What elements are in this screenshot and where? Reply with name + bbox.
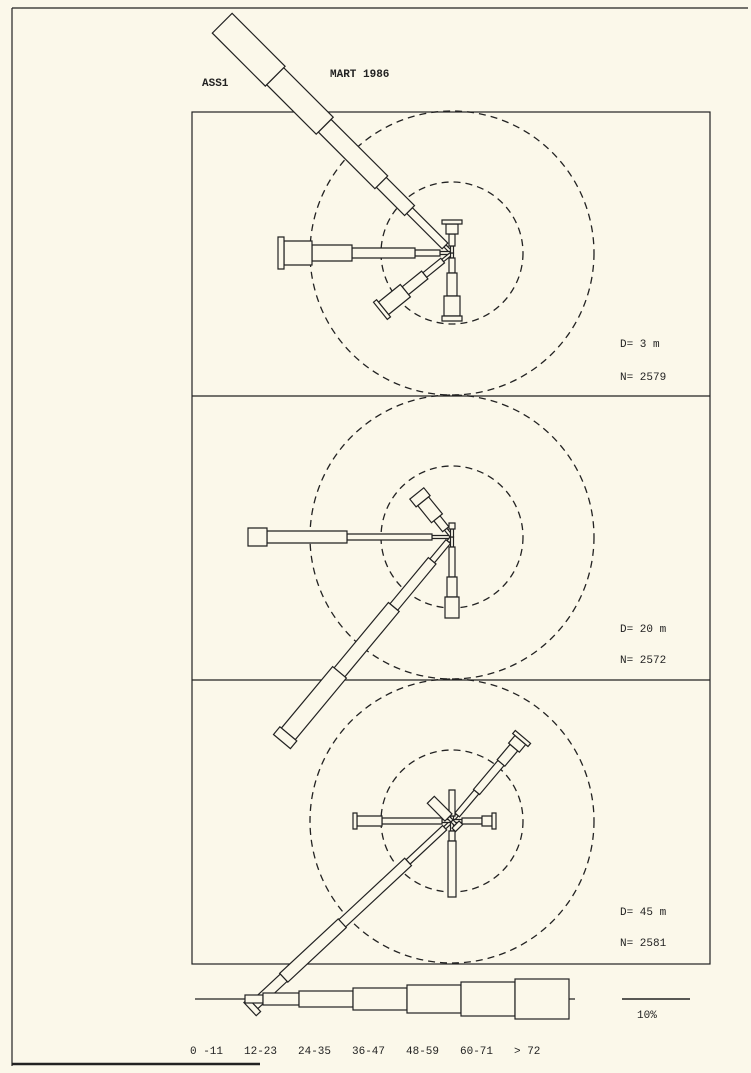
panel-1-arm-west-segment-4 bbox=[311, 244, 353, 262]
panel-2-depth-label: D= 20 m bbox=[620, 624, 667, 636]
panel-1-arm-west-segment-5 bbox=[283, 240, 313, 266]
panel-2-arm-north-segment-1 bbox=[449, 528, 455, 538]
panel-2-arm-southwest-segment-5 bbox=[280, 665, 348, 741]
legend-class-label-7: > 72 bbox=[514, 1046, 540, 1058]
legend-bar-3 bbox=[298, 990, 354, 1008]
panel-2-arm-south bbox=[444, 536, 460, 619]
panel-2-arm-southwest-segment-3 bbox=[389, 556, 437, 612]
panel-3-arm-east-segment-4 bbox=[491, 812, 497, 830]
panel-3-count-label: N= 2581 bbox=[620, 938, 667, 950]
panel-3-arm-east-segment-3 bbox=[481, 815, 493, 827]
panel-2-arm-south-segment-4 bbox=[444, 596, 460, 619]
panel-3-arm-northeast-segment-6 bbox=[511, 729, 532, 748]
panel-2-count-label: N= 2572 bbox=[620, 655, 666, 667]
panel-3-arm-southeast-segment-2 bbox=[451, 820, 464, 833]
panel-2-arm-north-segment-2 bbox=[448, 522, 456, 530]
panel-3-arm-north-segment-2 bbox=[448, 789, 456, 817]
panel-2-arm-west bbox=[247, 527, 453, 547]
panel-1-arm-south-segment-5 bbox=[441, 315, 463, 322]
panel-2-arm-south-segment-1 bbox=[449, 536, 455, 548]
legend-bar-1 bbox=[244, 994, 264, 1004]
panel-1-arm-northwest-segment-6 bbox=[211, 12, 286, 87]
panel-1-depth-label: D= 3 m bbox=[620, 339, 660, 351]
legend-bar-7 bbox=[514, 978, 570, 1020]
panel-3-arm-east bbox=[451, 812, 497, 830]
panel-3-arm-southwest-segment-2 bbox=[405, 824, 448, 865]
panel-3-arm-west-segment-2 bbox=[381, 817, 443, 825]
panel-2-arm-southwest bbox=[272, 535, 455, 750]
panel-3-depth-label: D= 45 m bbox=[620, 907, 667, 919]
panel-2-arm-northwest-segment-4 bbox=[408, 486, 431, 508]
legend-class-label-3: 24-35 bbox=[298, 1046, 331, 1058]
legend-speed-classes bbox=[244, 978, 570, 1020]
panel-3-arm-southwest-segment-3 bbox=[337, 857, 413, 928]
rose-arms bbox=[211, 12, 532, 1017]
panel-3-arm-northeast-segment-3 bbox=[472, 759, 505, 796]
panel-2-arm-west-segment-2 bbox=[346, 533, 433, 541]
panel-3-arm-northeast bbox=[450, 729, 532, 823]
panel-3-arm-south-segment-2 bbox=[448, 830, 456, 842]
legend-bar-2 bbox=[262, 992, 300, 1006]
panel-1-arm-west-segment-6 bbox=[277, 236, 285, 270]
panel-1-arm-north-segment-2 bbox=[448, 233, 456, 247]
legend-scale-label: 10% bbox=[637, 1010, 657, 1022]
panel-2-arm-north bbox=[448, 522, 456, 538]
panel-3-arm-northeast-segment-2 bbox=[454, 789, 480, 818]
legend-class-label-1: 0 -11 bbox=[190, 1046, 223, 1058]
panel-1-arm-south-segment-2 bbox=[448, 257, 456, 274]
panel-3-arm-south bbox=[447, 820, 457, 898]
panel-1-arm-northwest-segment-5 bbox=[265, 66, 335, 136]
panel-1-arm-north-segment-3 bbox=[445, 223, 459, 235]
station-label: ASS1 bbox=[202, 78, 229, 90]
panel-2-arm-southwest-segment-2 bbox=[429, 538, 452, 564]
panel-2-arm-west-segment-4 bbox=[247, 527, 268, 547]
outer-frame bbox=[11, 7, 748, 1066]
panel-3-arm-west-segment-4 bbox=[352, 812, 358, 830]
panel-1-arm-southwest-segment-5 bbox=[372, 298, 392, 321]
legend-bar-6 bbox=[460, 981, 516, 1017]
panel-3-arm-south-segment-3 bbox=[447, 840, 457, 898]
panel-1-arm-north-segment-1 bbox=[449, 245, 455, 254]
legend-class-label-6: 60-71 bbox=[460, 1046, 493, 1058]
panel-2-arm-south-segment-2 bbox=[448, 546, 456, 578]
legend-class-label-2: 12-23 bbox=[244, 1046, 277, 1058]
legend: 10% 0 -11 12-23 24-35 36-47 48-59 60-71 … bbox=[190, 978, 690, 1058]
panel-1-arm-northwest-segment-2 bbox=[405, 206, 449, 250]
legend-bar-4 bbox=[352, 987, 408, 1011]
date-label: MART 1986 bbox=[330, 69, 389, 81]
panel-2-arm-southwest-segment-6 bbox=[272, 725, 298, 750]
panel-3-arm-southwest-segment-4 bbox=[278, 918, 348, 984]
panel-1-arm-southwest bbox=[372, 250, 454, 321]
panel-2-arm-northwest bbox=[408, 486, 455, 539]
panel-1-arm-south-segment-3 bbox=[446, 272, 458, 297]
panel-2-arm-west-segment-3 bbox=[266, 530, 348, 544]
panel-1-arm-north bbox=[441, 219, 463, 254]
panel-3-arm-west bbox=[352, 812, 453, 830]
panel-1-arm-northwest bbox=[211, 12, 454, 255]
panel-3-arm-west-segment-3 bbox=[356, 815, 383, 827]
panel-1-arm-south-segment-4 bbox=[443, 295, 461, 317]
panel-1-arm-south-segment-1 bbox=[449, 252, 455, 259]
panel-1-arm-west-segment-3 bbox=[351, 247, 416, 259]
panel-2-arm-south-segment-3 bbox=[446, 576, 458, 598]
legend-bar-5 bbox=[406, 984, 462, 1014]
panel-1-count-label: N= 2579 bbox=[620, 372, 666, 384]
panel-3-arm-southeast bbox=[450, 819, 464, 833]
panel-1-arm-west bbox=[277, 236, 453, 270]
panel-3-arm-northwest-segment-2 bbox=[426, 795, 453, 822]
panel-1-arm-southwest-segment-2 bbox=[422, 257, 446, 279]
panel-1-arm-west-segment-2 bbox=[414, 249, 441, 257]
legend-class-label-4: 36-47 bbox=[352, 1046, 385, 1058]
legend-class-label-5: 48-59 bbox=[406, 1046, 439, 1058]
panel-2-arm-southwest-segment-4 bbox=[333, 601, 401, 678]
panel-3-arm-east-segment-2 bbox=[461, 817, 483, 825]
panel-1-arm-northwest-segment-4 bbox=[317, 118, 389, 190]
panel-1-arm-north-segment-4 bbox=[441, 219, 463, 225]
panel-frame bbox=[191, 111, 711, 965]
panel-1-arm-south bbox=[441, 252, 463, 322]
